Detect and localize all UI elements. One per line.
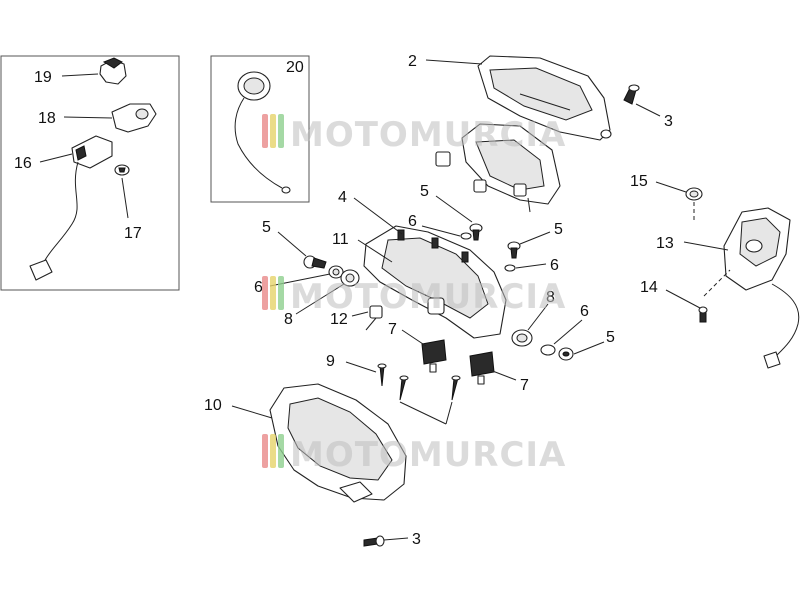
callout-20: 20 <box>286 59 304 76</box>
watermark-text-middle: MOTOMURCIA <box>290 277 566 317</box>
callout-13: 13 <box>656 235 674 252</box>
watermark-bottom: MOTOMURCIA <box>262 434 566 475</box>
callout-7-upper: 7 <box>388 321 397 338</box>
part-2-instrument-housing <box>477 55 612 141</box>
callout-14: 14 <box>640 279 658 296</box>
part-7-mount-left <box>421 339 447 373</box>
callout-8-left: 8 <box>284 311 293 328</box>
callout-6-left: 6 <box>254 279 263 296</box>
part-16-sensor <box>29 135 113 281</box>
callout-4: 4 <box>338 189 347 206</box>
callout-16: 16 <box>14 155 32 172</box>
watermark-text-top: MOTOMURCIA <box>290 115 566 155</box>
watermark-top: MOTOMURCIA <box>262 114 566 155</box>
part-6-washer-b <box>504 264 516 272</box>
part-9-screws <box>377 363 461 401</box>
callout-9: 9 <box>326 353 335 370</box>
callout-6-right: 6 <box>550 257 559 274</box>
part-3-screw-upper <box>623 84 640 105</box>
part-17-screw <box>114 164 130 176</box>
part-15-grommet <box>685 187 703 201</box>
watermark-middle: MOTOMURCIA <box>262 276 566 317</box>
part-14-screw <box>698 306 708 323</box>
callout-7-lower: 7 <box>520 377 529 394</box>
callout-5-left: 5 <box>262 219 271 236</box>
callout-8-right: 8 <box>546 289 555 306</box>
inset-frame-20 <box>210 55 310 203</box>
callout-11: 11 <box>332 231 349 248</box>
watermark-text-bottom: MOTOMURCIA <box>290 435 566 475</box>
inset-frame-left <box>0 55 180 291</box>
callout-17: 17 <box>124 225 142 242</box>
part-5-screw-b <box>507 241 521 259</box>
callout-10: 10 <box>204 397 222 414</box>
callout-12: 12 <box>330 311 348 328</box>
part-6-washer-d <box>540 344 556 356</box>
callout-3-lower: 3 <box>412 531 421 548</box>
part-5-screw-d <box>558 347 574 361</box>
callout-6-lower-right: 6 <box>580 303 589 320</box>
callout-5-lower-right: 5 <box>606 329 615 346</box>
part-20-lamp <box>234 71 291 194</box>
callout-19: 19 <box>34 69 52 86</box>
callout-15: 15 <box>630 173 648 190</box>
part-18-bracket <box>111 103 157 133</box>
part-6-washer-a <box>460 232 472 240</box>
part-5-screw-c <box>303 255 327 269</box>
callout-5-right: 5 <box>554 221 563 238</box>
callout-18: 18 <box>38 110 56 127</box>
part-13-ignition-lock <box>723 207 800 369</box>
callout-2: 2 <box>408 53 417 70</box>
part-7-mount-right <box>469 351 495 385</box>
part-8-grommet-right <box>511 329 533 347</box>
part-4-bracket <box>363 225 507 339</box>
callout-3-upper: 3 <box>664 113 673 130</box>
part-19-clip <box>99 57 127 85</box>
callout-6-top: 6 <box>408 213 417 230</box>
part-10-lower-cover <box>269 383 407 503</box>
callout-5-top: 5 <box>420 183 429 200</box>
part-instrument-cluster <box>435 123 561 213</box>
part-5-screw-a <box>469 223 483 241</box>
part-6-8-left-group <box>328 265 360 287</box>
part-3-screw-lower <box>363 535 385 547</box>
